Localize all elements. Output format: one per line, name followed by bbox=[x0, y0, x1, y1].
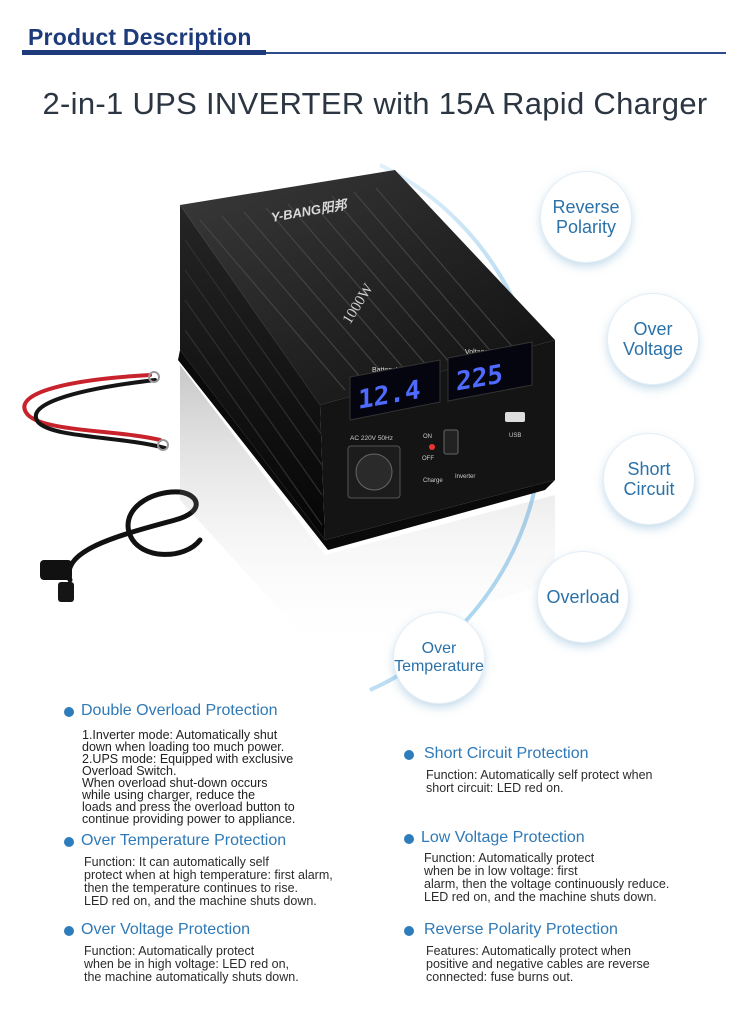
section-title: Product Description bbox=[28, 24, 252, 50]
list-item: 1.Inverter mode: Automatically shut down… bbox=[82, 728, 285, 754]
power-cord bbox=[40, 489, 203, 602]
over-voltage-title: Over Voltage Protection bbox=[81, 921, 250, 938]
charge-label: Charge bbox=[423, 478, 443, 484]
bullet-icon bbox=[404, 750, 414, 760]
header-accent-bar bbox=[22, 50, 266, 55]
feature-short-circuit: Short Circuit bbox=[604, 434, 694, 524]
front-panel: Battery Voltage Voltage Output 12.4 225 … bbox=[347, 341, 533, 499]
low-voltage-text: Function: Automatically protect when be … bbox=[424, 851, 670, 904]
short-circuit-title: Short Circuit Protection bbox=[424, 745, 589, 762]
reflection bbox=[180, 365, 555, 660]
over-temperature-text: Function: It can automatically self prot… bbox=[84, 855, 333, 908]
header-rule bbox=[22, 52, 726, 54]
over-voltage-text: Function: Automatically protect when be … bbox=[84, 944, 299, 984]
reverse-polarity-title: Reverse Polarity Protection bbox=[424, 921, 618, 938]
bullet-icon bbox=[64, 926, 74, 936]
feature-reverse-polarity: Reverse Polarity bbox=[541, 172, 631, 262]
feature-overload: Overload bbox=[538, 552, 628, 642]
inverter-label: Inverter bbox=[455, 474, 475, 480]
bullet-icon bbox=[404, 834, 414, 844]
double-overload-list: 1.Inverter mode: Automatically shut down… bbox=[82, 728, 296, 826]
usb-port bbox=[505, 412, 525, 422]
list-item: 2.UPS mode: Equipped with exclusive Over… bbox=[82, 752, 296, 826]
bullet-icon bbox=[64, 707, 74, 717]
feature-over-voltage: Over Voltage bbox=[608, 294, 698, 384]
on-label: ON bbox=[423, 434, 432, 440]
bullet-icon bbox=[64, 837, 74, 847]
main-title: 2-in-1 UPS INVERTER with 15A Rapid Charg… bbox=[42, 86, 708, 121]
over-temperature-title: Over Temperature Protection bbox=[81, 832, 287, 849]
off-label: OFF bbox=[422, 456, 434, 462]
product-illustration: Y-BANG阳邦 1000W Battery Voltage Voltage O… bbox=[22, 163, 555, 692]
reverse-polarity-text: Features: Automatically protect when pos… bbox=[426, 944, 650, 984]
double-overload-title: Double Overload Protection bbox=[81, 702, 278, 719]
power-switch[interactable] bbox=[443, 429, 459, 455]
usb-label: USB bbox=[509, 433, 521, 439]
battery-cables bbox=[22, 371, 169, 451]
feature-over-temperature: Over Temperature bbox=[394, 613, 484, 703]
short-circuit-text: Function: Automatically self protect whe… bbox=[426, 768, 653, 795]
status-led bbox=[429, 444, 435, 450]
bullet-icon bbox=[404, 926, 414, 936]
ac-label: AC 220V 50Hz bbox=[350, 435, 393, 442]
low-voltage-title: Low Voltage Protection bbox=[421, 829, 585, 846]
